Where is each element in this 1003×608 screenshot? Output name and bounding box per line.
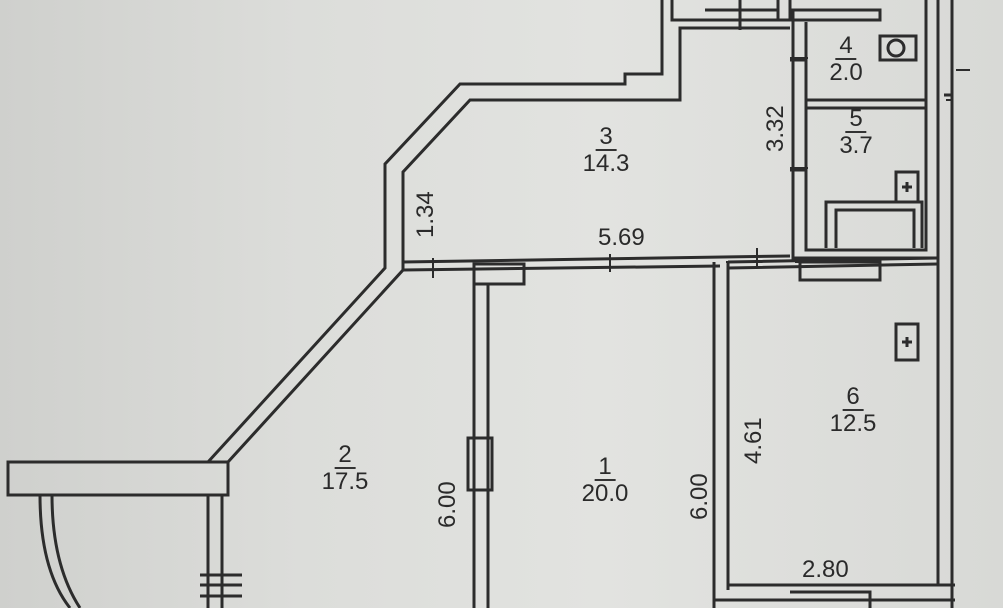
room-area: 12.5 (829, 410, 877, 437)
right-wall (936, 0, 954, 608)
room-1-label: 1 20.0 (582, 455, 629, 507)
balcony-curve (38, 494, 82, 608)
room1-niche (466, 436, 494, 492)
dim-room6-width: 2.80 (802, 556, 849, 583)
room-area: 3.7 (839, 132, 873, 159)
room-4-label: 4 2.0 (829, 34, 862, 86)
right-wall-detail (936, 0, 952, 258)
top-wall-detail (705, 0, 780, 30)
room-area: 20.0 (581, 480, 629, 507)
room-2-label: 2 17.5 (322, 443, 369, 495)
room6-top (727, 256, 939, 270)
room-number: 4 (835, 34, 857, 60)
toilet-door (790, 58, 806, 172)
dim-room6-depth: 4.61 (740, 417, 767, 464)
toilet-bath-divider (806, 98, 926, 110)
room-area: 17.5 (321, 468, 369, 495)
bath-inner (804, 0, 928, 252)
room-area: 14.3 (582, 150, 630, 177)
dim-room1-right: 6.00 (686, 473, 713, 520)
room1-left-wall (472, 284, 490, 608)
top-wall (670, 0, 792, 22)
dim-bath-height: 3.32 (762, 105, 789, 152)
room6-bottom (714, 583, 955, 602)
room-number: 3 (595, 125, 617, 151)
room6-door (798, 260, 882, 282)
toilet-symbol (878, 34, 918, 62)
panel-room6 (894, 322, 920, 362)
room-number: 5 (845, 107, 867, 133)
partition-top (402, 254, 791, 264)
mark-corner (946, 69, 970, 101)
room-area: 2.0 (829, 59, 863, 86)
room-number: 2 (334, 443, 356, 469)
room-5-label: 5 3.7 (839, 107, 872, 159)
dim-ticks (432, 57, 812, 278)
outer-wall-outer (206, 0, 664, 464)
dim-room1-left: 6.00 (434, 481, 461, 528)
room-number: 1 (594, 455, 616, 481)
toilet-bowl (886, 38, 906, 58)
partition-door (472, 262, 526, 286)
room-6-label: 6 12.5 (830, 385, 877, 437)
panel-bath (894, 170, 920, 204)
outer-wall-inner (226, 26, 790, 464)
partition-bottom (402, 264, 721, 272)
toilet-block (791, 8, 882, 22)
balcony-hatch (200, 573, 242, 598)
dim-room3-width: 5.69 (598, 224, 645, 251)
dim-room3-depth: 1.34 (412, 191, 439, 238)
balcony-side (206, 495, 224, 608)
room6-left-wall (712, 262, 730, 608)
room-3-label: 3 14.3 (583, 125, 630, 177)
window-6 (790, 590, 872, 608)
balcony (6, 460, 230, 497)
bathtub (824, 200, 924, 248)
room-number: 6 (842, 385, 864, 411)
